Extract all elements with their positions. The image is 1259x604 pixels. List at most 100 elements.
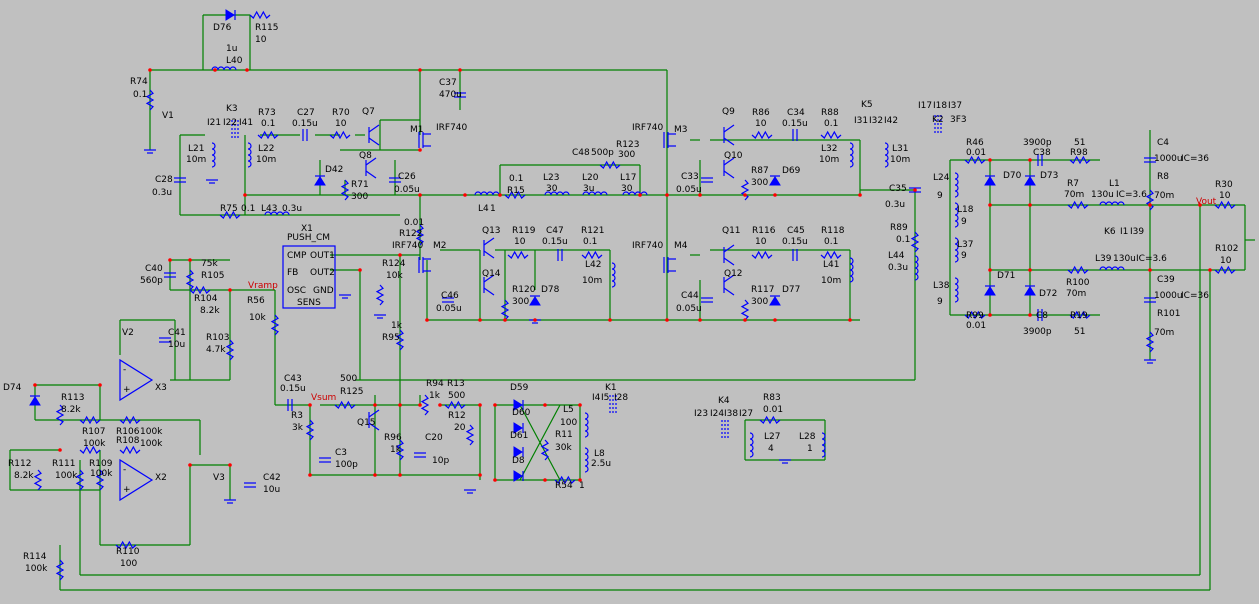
component-label: 0.05u [436,304,462,314]
resistor-h [115,540,137,550]
inductor-v [954,237,959,263]
component-label: 0.01 [966,321,986,331]
component-label: M1 [410,125,424,135]
component-label: C33 [681,172,699,182]
component-label: R12 [448,411,466,421]
component-label: 10m [821,276,841,286]
inductor-v [914,255,919,281]
component-label: R70 [332,108,350,118]
component-label: 51 [1074,138,1085,148]
junction-dot [665,318,669,322]
component-label: L41 [823,260,839,270]
component-label: 10k [249,313,266,323]
component-label: 0.1 [133,90,147,100]
component-label: C42 [263,473,281,483]
component-label: C45 [787,226,805,236]
component-label: Q13 [482,226,501,236]
resistor-h [504,190,526,200]
component-label: 10u [263,485,280,495]
resistor-h [507,250,529,260]
component-label: 0.1 [509,174,523,184]
component-label: C48 [572,148,590,158]
resistor-h [820,130,842,140]
component-label: 10 [514,237,526,247]
component-label: C46 [441,291,459,301]
transistor-icon [723,157,735,166]
component-label: IC=3.6 [1116,190,1147,200]
junction-dot [858,193,862,197]
resistor-v [500,299,510,321]
junction-dot [913,188,917,192]
resistor-v [395,329,405,351]
component-label: 300 [512,297,529,307]
resistor-h [1067,200,1089,210]
component-label: CMP [287,251,307,261]
junction-dot [168,258,172,262]
component-label: M2 [433,241,447,251]
junction-dots [33,68,1212,482]
resistor-h [964,155,986,165]
component-label: C4 [1157,138,1169,148]
component-label: 75k [201,259,218,269]
component-label: R106 [116,427,140,437]
component-label: R71 [351,180,369,190]
component-label: K4 [718,396,730,406]
component-label: C39 [1157,275,1175,285]
transistor-icon [723,257,735,266]
component-label: L42 [585,260,601,270]
component-label: 3u [583,184,594,194]
transistor-icon [368,137,380,146]
resistor-h [79,415,101,425]
junction-dot [418,148,422,152]
component-label: I41 [239,118,253,128]
junction-dot [1198,203,1202,207]
diode-icon [513,446,523,458]
component-label: I28 [614,393,628,403]
component-label: 100k [140,439,163,449]
component-label: 300 [618,150,635,160]
resistor-h [1069,155,1091,165]
resistor-v [270,314,280,336]
component-label: M3 [674,125,688,135]
component-label: V3 [213,473,225,483]
component-label: I32 [869,116,883,126]
junction-dot [188,258,192,262]
resistor-h [189,285,211,295]
opamp-icon [119,358,154,402]
component-label: R118 [821,226,845,236]
component-label: D60 [512,408,531,418]
component-label: L20 [582,173,599,183]
diode-icon [769,176,781,186]
resistor-v [420,394,430,416]
inductor-h [264,211,290,216]
junction-dot [638,193,642,197]
junction-dot [698,193,702,197]
inductor-v [821,432,826,458]
opamp-plus: + [123,485,131,495]
net-label: Vsum [311,393,336,403]
component-label: R103 [206,333,229,343]
junction-dot [58,448,62,452]
junction-dot [228,463,232,467]
component-label: R54 [555,481,573,491]
diode-icon [1024,176,1036,186]
diode-icon [769,296,781,306]
component-label: 10m [819,155,839,165]
junction-dot [478,318,482,322]
diode-icon [225,9,235,21]
component-label: I21 [207,118,221,128]
component-label: R100 [1066,278,1090,288]
inductor-h [211,66,237,71]
resistor-v [55,559,65,581]
component-label: I1 [1120,227,1128,237]
junction-dot [245,68,249,72]
component-label: V1 [162,111,174,121]
component-label: Q11 [722,226,741,236]
component-label: 0.15u [782,237,808,247]
junction-dot [228,288,232,292]
component-label: R121 [581,226,604,236]
push-cm-ic [282,245,336,309]
component-label: 0.15u [280,384,306,394]
component-label: D72 [1039,289,1057,299]
component-label: 8.2k [61,405,81,415]
